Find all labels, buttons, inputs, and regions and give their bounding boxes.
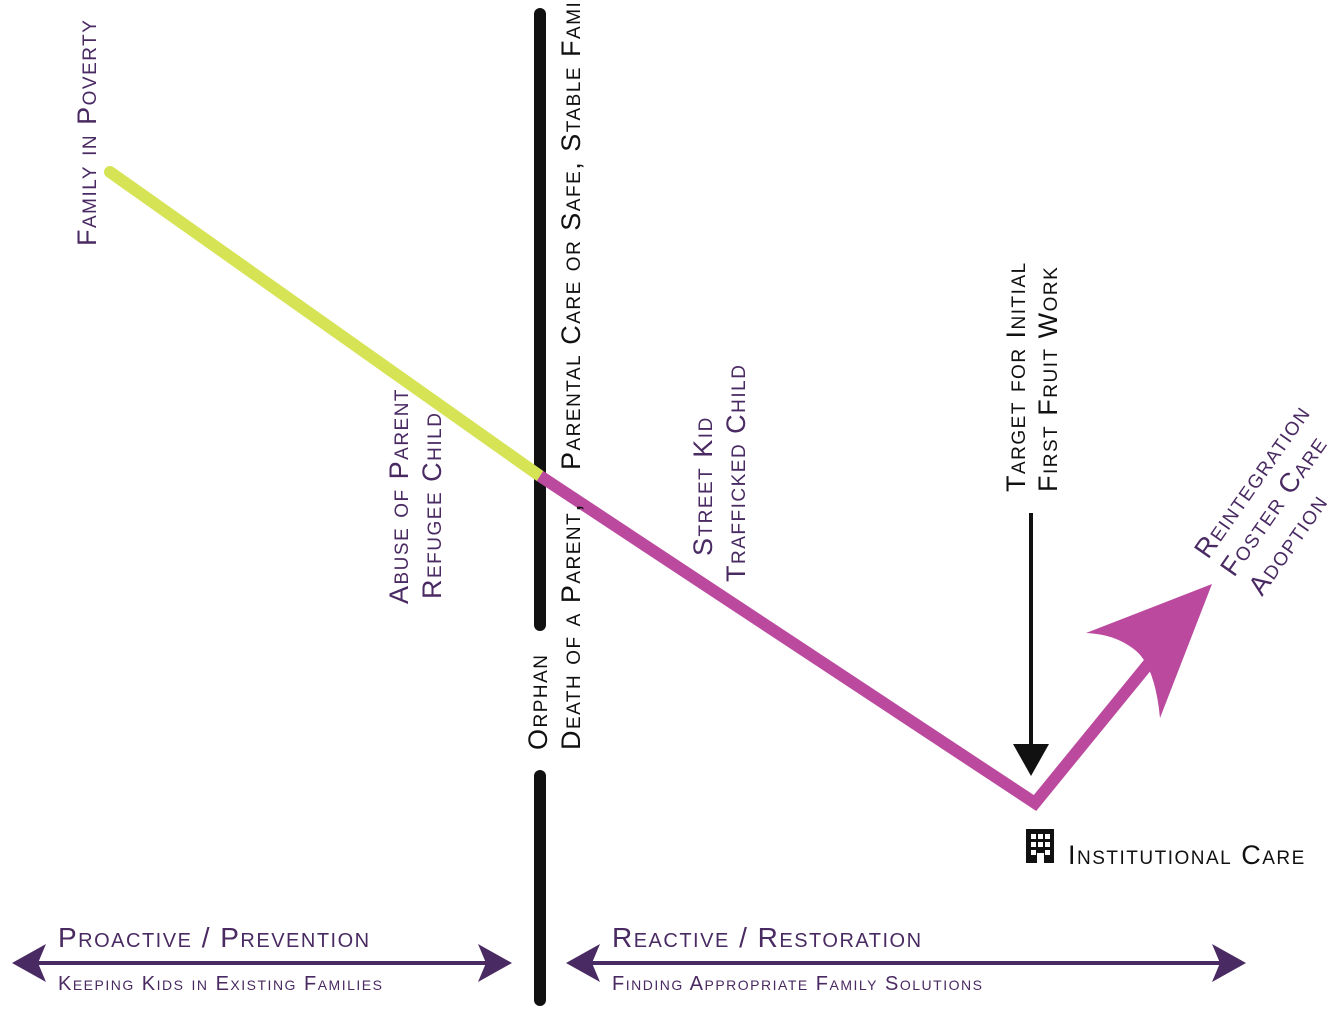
proactive-subtitle: Keeping Kids in Existing Families (58, 973, 383, 995)
institutional-care-label: Institutional Care (1068, 840, 1306, 870)
proactive-title: Proactive / Prevention (58, 922, 371, 953)
proactive-arrow-left-head (12, 944, 46, 982)
abuse-of-parent-label: Abuse of Parent (384, 388, 414, 604)
family-in-poverty-label: Family in Poverty (72, 19, 102, 246)
death-of-parent-label: Death of a Parent, (556, 503, 586, 750)
decline-path-line (536, 470, 1155, 811)
target-arrowhead (1013, 744, 1049, 776)
target-line1-label: Target for Initial (1001, 261, 1031, 492)
orphan-label: Orphan (523, 653, 553, 750)
reactive-subtitle: Finding Appropriate Family Solutions (612, 973, 983, 995)
reactive-title: Reactive / Restoration (612, 922, 923, 953)
street-kid-label: Street Kid (688, 416, 718, 556)
parental-care-label: Parental Care or Safe, Stable Family (556, 0, 586, 470)
poverty-path-line (104, 166, 546, 482)
restoration-arrowhead (1086, 584, 1212, 718)
trafficked-child-label: Trafficked Child (721, 364, 751, 582)
reactive-arrow-left-head (566, 944, 600, 982)
refugee-child-label: Refugee Child (417, 412, 447, 599)
target-line2-label: First Fruit Work (1033, 266, 1063, 492)
building-icon (1026, 829, 1054, 863)
reactive-arrow-right-head (1212, 944, 1246, 982)
proactive-arrow-right-head (478, 944, 512, 982)
